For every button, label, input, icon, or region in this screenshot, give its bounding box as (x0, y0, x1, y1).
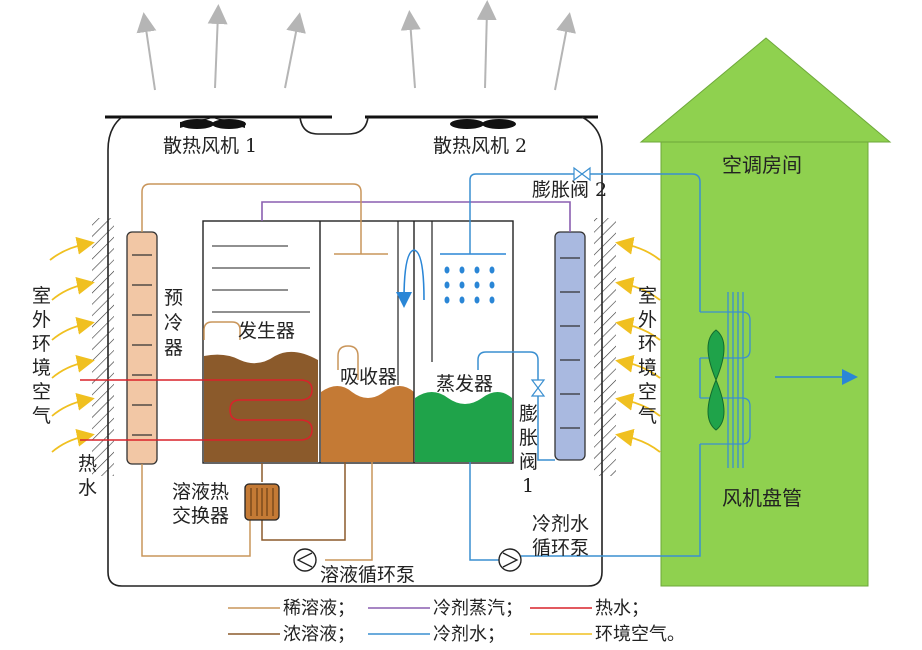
diagram-text: 环 (32, 333, 51, 355)
condenser (554, 231, 586, 461)
legend-item: 热水； (530, 598, 649, 619)
refrigerant-pump (498, 548, 522, 572)
dilute-solution-lines (141, 183, 373, 561)
legend-item: 冷剂蒸汽； (368, 598, 523, 619)
diagram-text: 境 (32, 357, 51, 379)
diagram-text: 冷剂蒸汽； (433, 598, 523, 619)
ac-room-label: 空调房间 (722, 153, 802, 177)
cabinet-top-notch (299, 116, 369, 135)
diagram-text: 室 (638, 285, 657, 307)
fan-2 (365, 115, 598, 129)
diagram-text: 气 (638, 405, 657, 427)
precooler-ticks (132, 254, 152, 436)
expansion-valve-2 (573, 166, 591, 182)
refrigerant-vapour-line (261, 201, 571, 232)
fan-coil (700, 292, 751, 468)
precooler-label: 预 冷 器 (164, 287, 183, 359)
ambient-air-right (615, 236, 661, 453)
diagram-text: 浓溶液； (283, 624, 355, 645)
main-unit (202, 220, 514, 464)
fan-1 (105, 115, 332, 129)
absorber-label: 吸收器 (340, 366, 397, 388)
outdoor-air-left-label: 室 外 环 境 空 气 (32, 285, 51, 427)
diagram-text: 1 (522, 475, 534, 497)
diagram-text: 冷 (164, 312, 183, 334)
diagram-text: 膨 (519, 403, 538, 425)
diagram-text: 外 (32, 309, 51, 331)
ambient-air-left (49, 236, 95, 453)
legend-item: 稀溶液； (228, 598, 355, 619)
legend-item: 冷剂水； (368, 624, 505, 645)
diagram-text: 环境空气。 (595, 624, 685, 645)
solution-pump (293, 548, 317, 572)
diagram-text: 境 (638, 357, 657, 379)
condenser-ticks (560, 257, 580, 429)
hot-water-coil (80, 379, 313, 441)
diagram-text: 冷剂水 (532, 513, 589, 535)
diagram-text: 阀 (519, 451, 538, 473)
diagram-text: 空 (638, 381, 657, 403)
fan-coil-fan (707, 329, 725, 431)
diagram-text: 空 (32, 381, 51, 403)
right-louvre (594, 218, 616, 476)
diagram-text: 溶液热 (172, 481, 229, 503)
solution-hx-label: 溶液热 交换器 (172, 481, 229, 527)
ac-room (639, 37, 892, 587)
diagram-text: 气 (32, 405, 51, 427)
exhaust-arrows (136, 0, 576, 91)
diagram-text: 器 (164, 337, 183, 359)
outdoor-air-right-label: 室 外 环 境 空 气 (638, 285, 657, 427)
refrigerant-pump-label: 冷剂水 循环泵 (532, 513, 589, 559)
diagram-text: 环 (638, 333, 657, 355)
diagram-text: 室 (32, 285, 51, 307)
diagram-text: 水 (78, 477, 97, 499)
cabinet-outline (107, 116, 603, 587)
left-louvre (92, 218, 114, 476)
precooler (126, 231, 158, 465)
diagram-text: 热水； (595, 598, 649, 619)
diagram-text: 循环泵 (532, 537, 589, 559)
fan1-label: 散热风机 1 (163, 135, 257, 157)
expansion-valve-1-label: 膨 胀 阀 1 (519, 403, 538, 497)
diagram-text: 稀溶液； (283, 598, 355, 619)
legend: 稀溶液； 冷剂蒸汽； 热水； 浓溶液； 冷剂水； 环境空气。 (228, 598, 685, 645)
evaporator-spray (440, 253, 506, 304)
diagram-text: 热 (78, 453, 97, 475)
fan-coil-label: 风机盘管 (722, 486, 802, 510)
refrigerant-water-lines (469, 173, 701, 561)
diagram-text: 预 (164, 287, 183, 309)
diagram-text: 胀 (519, 427, 538, 449)
legend-item: 浓溶液； (228, 624, 355, 645)
solution-heat-exchanger (244, 483, 280, 521)
diagram-text: 交换器 (172, 505, 229, 527)
generator-label: 发生器 (238, 320, 295, 342)
expansion-valve-2-label: 膨胀阀 2 (532, 179, 607, 201)
solution-pump-label: 溶液循环泵 (320, 564, 415, 586)
expansion-valve-1 (530, 379, 546, 397)
diagram-text: 冷剂水； (433, 624, 505, 645)
vapour-flow-arrow (396, 249, 425, 308)
evaporator-label: 蒸发器 (436, 373, 493, 395)
diagram-text: 外 (638, 309, 657, 331)
hot-water-label: 热 水 (78, 453, 97, 499)
concentrated-solution-lines (261, 462, 346, 541)
fan2-label: 散热风机 2 (433, 135, 527, 157)
legend-item: 环境空气。 (530, 624, 685, 645)
